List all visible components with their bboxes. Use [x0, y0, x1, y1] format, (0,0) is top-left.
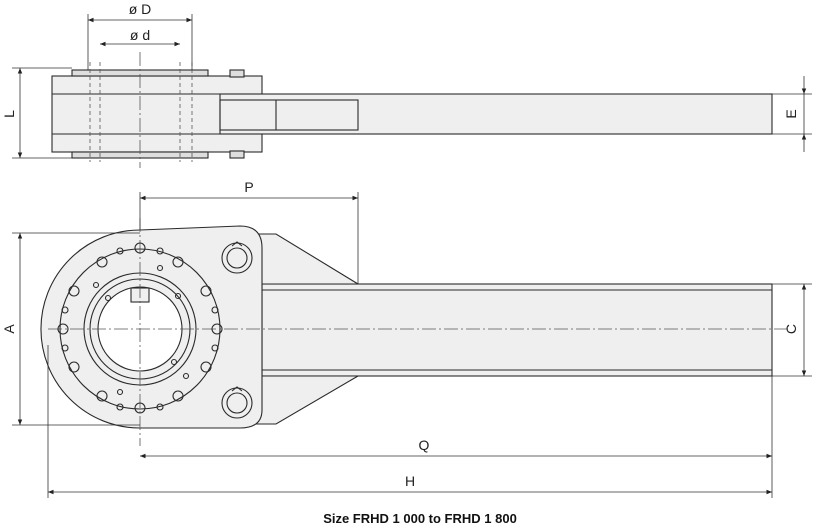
pivot-top	[221, 241, 253, 274]
dim-d: ø d	[100, 27, 180, 47]
figure-caption: Size FRHD 1 000 to FRHD 1 800	[323, 511, 517, 526]
dim-H: H	[47, 345, 773, 498]
label-pivot-distance: P	[244, 179, 253, 195]
label-height: A	[1, 324, 17, 334]
label-outer-diameter: ø D	[129, 1, 152, 17]
top-view	[51, 52, 773, 168]
label-length: L	[1, 110, 17, 118]
front-arm	[261, 283, 773, 377]
pivot-bottom	[221, 386, 253, 419]
label-overall-length: H	[405, 473, 415, 489]
top-arm	[219, 93, 773, 135]
label-arm-thickness: E	[783, 109, 799, 118]
pin-top	[229, 69, 245, 78]
dim-E: E	[772, 76, 812, 152]
front-view	[40, 218, 790, 446]
dim-C: C	[772, 283, 812, 377]
dim-Q: Q	[140, 376, 773, 462]
gusset-bottom	[249, 375, 361, 425]
bolt-holes	[57, 242, 223, 414]
pin-bottom	[229, 150, 245, 159]
gusset-top	[249, 233, 360, 285]
dim-D: ø D	[87, 1, 193, 70]
dim-A: A	[1, 232, 140, 426]
label-arm-width: C	[783, 324, 799, 334]
label-arm-length: Q	[419, 437, 430, 453]
label-inner-diameter: ø d	[130, 27, 150, 43]
dim-P: P	[139, 179, 359, 284]
dim-L: L	[1, 67, 72, 159]
